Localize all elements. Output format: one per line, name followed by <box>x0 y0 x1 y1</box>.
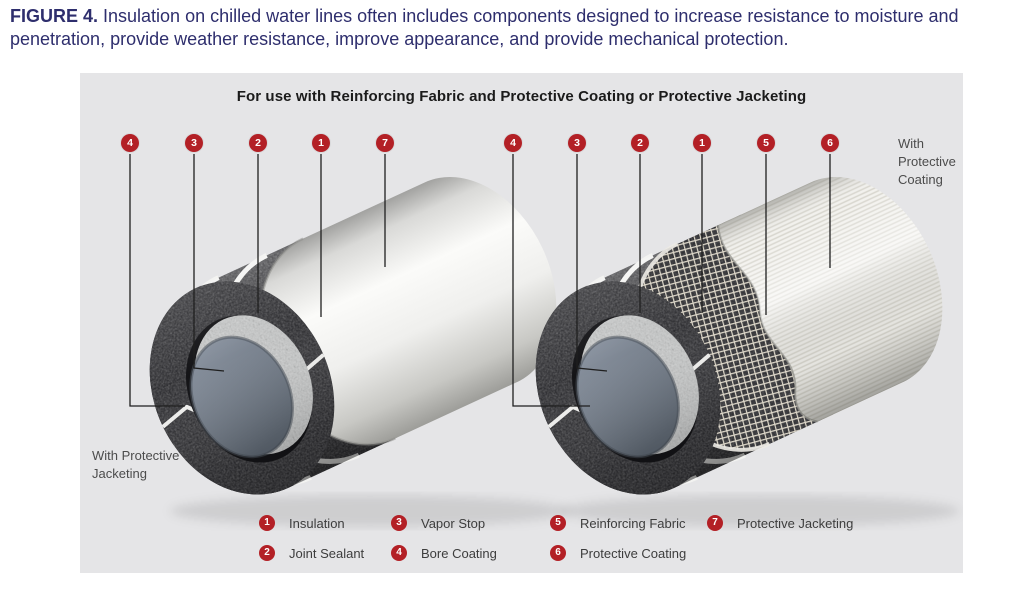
callout-badge-right-6: 6 <box>821 134 839 152</box>
panel-title: For use with Reinforcing Fabric and Prot… <box>236 88 807 105</box>
callout-badge-left-1: 1 <box>312 134 330 152</box>
pipe-left-shadow <box>170 495 570 527</box>
pipe-right-shadow <box>560 495 960 527</box>
callout-badge-right-4: 4 <box>504 134 522 152</box>
figure-caption: FIGURE 4.Insulation on chilled water lin… <box>10 5 1018 51</box>
leader-right-4 <box>512 154 590 407</box>
callout-badge-left-7: 7 <box>376 134 394 152</box>
figure-caption-text: Insulation on chilled water lines often … <box>10 6 959 49</box>
pipe-with-jacketing <box>149 177 557 495</box>
coating-shading <box>718 177 943 422</box>
callout-badge-right-3: 3 <box>568 134 586 152</box>
pipe-with-coating <box>535 177 943 495</box>
label-with-protective-coating: With Protective Coating <box>898 136 956 187</box>
face-shading <box>535 281 721 495</box>
callout-badge-left-3: 3 <box>185 134 203 152</box>
figure-caption-label: FIGURE 4. <box>10 6 99 26</box>
callout-badge-right-5: 5 <box>757 134 775 152</box>
leader-right-3 <box>576 154 608 372</box>
protective-jacketing-surface <box>259 177 557 445</box>
callout-badge-left-2: 2 <box>249 134 267 152</box>
callout-leader-lines <box>129 154 831 407</box>
callout-badge-left-4: 4 <box>121 134 139 152</box>
leader-left-3 <box>193 154 225 372</box>
callout-badge-right-2: 2 <box>631 134 649 152</box>
label-with-protective-jacketing: With Protective Jacketing <box>92 448 180 481</box>
diagram-panel: For use with Reinforcing Fabric and Prot… <box>80 73 963 573</box>
callout-badge-right-1: 1 <box>693 134 711 152</box>
pipe-illustration <box>129 154 960 527</box>
face-shading <box>149 281 335 495</box>
leader-left-4 <box>129 154 185 407</box>
